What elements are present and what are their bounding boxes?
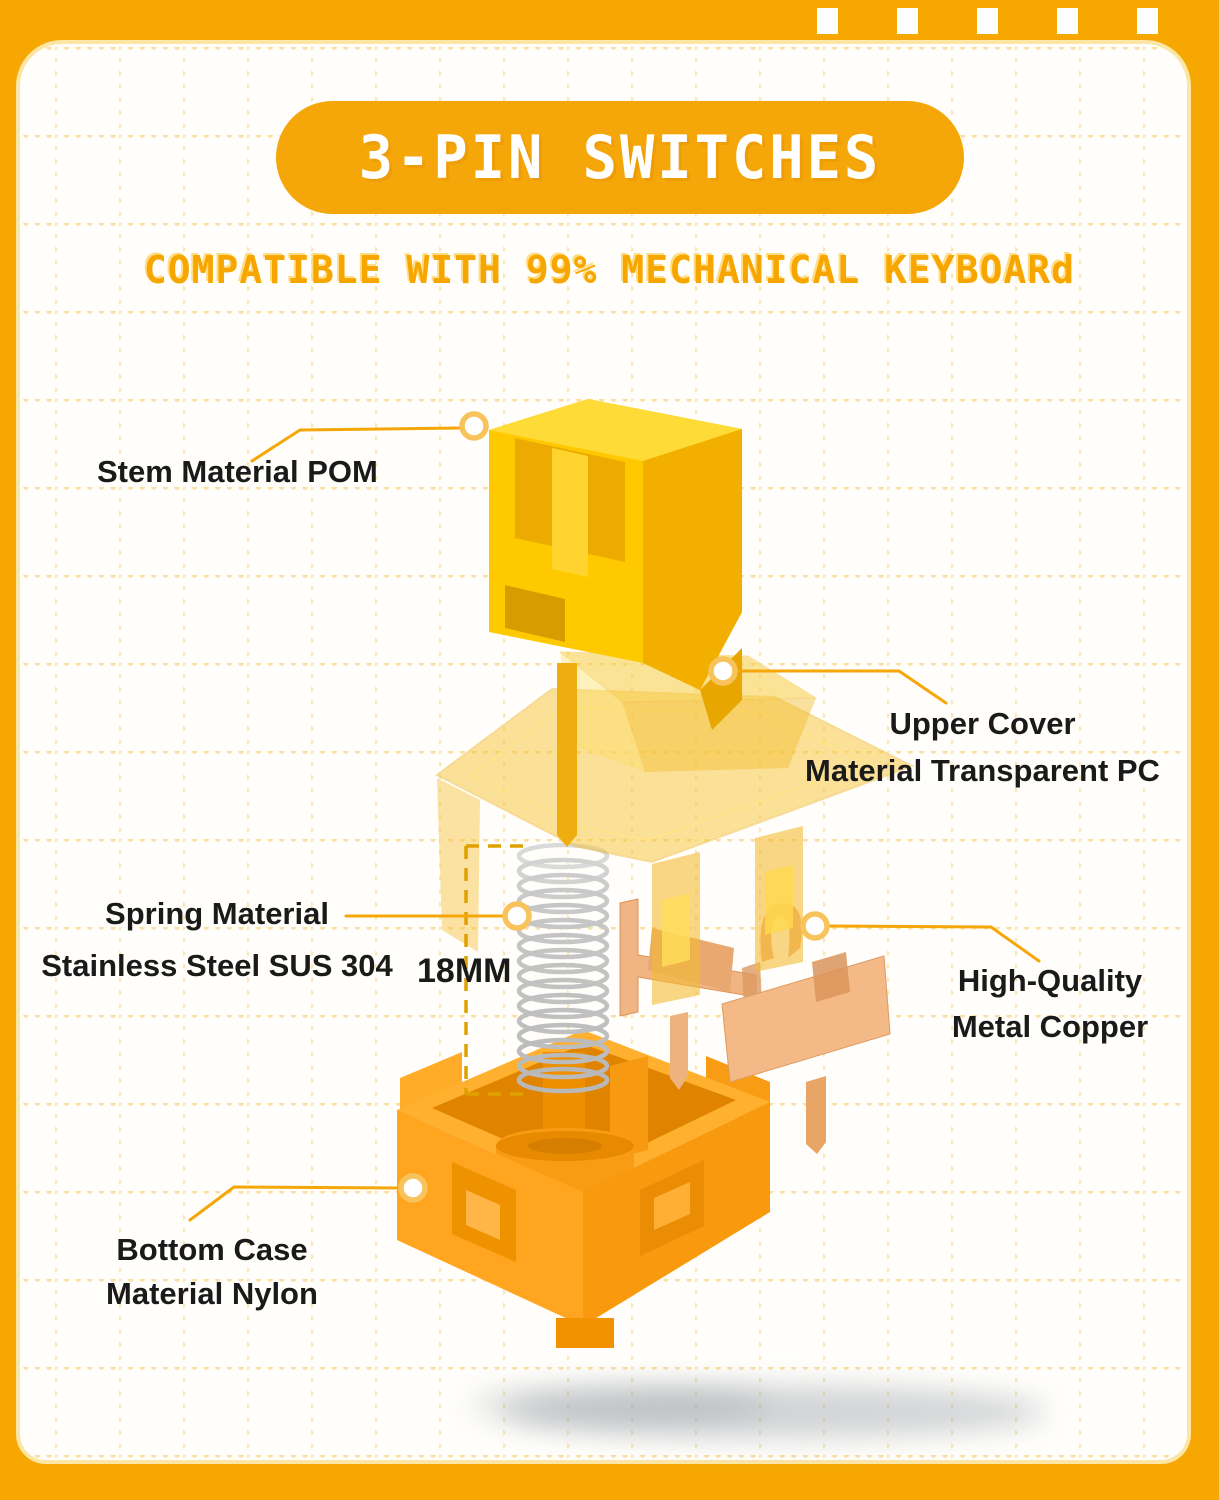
spring-length-dimension: 18MM [417,952,512,990]
bottom-case-dot-icon [398,1173,428,1203]
dimension-18mm-lines [464,844,529,1096]
upper-cover-part [435,651,915,1005]
deco-square-icon [977,8,998,34]
bottom-case-part [397,1030,770,1348]
spring-dot-icon [502,901,532,931]
page-subtitle: COMPATIBLE WITH 99% MECHANICAL KEYBOARd [143,248,1076,292]
upper-cover-dot-icon [708,656,738,686]
deco-square-icon [1137,8,1158,34]
title-pill: 3-PIN SWITCHES [276,101,964,214]
film-strip-squares-icon [817,8,1158,34]
stem-label: Stem Material POM [97,448,378,495]
copper-leader-line [826,924,1041,963]
stem-part [489,399,742,847]
bottom-case-leader-line [188,1185,402,1222]
upper-cover-label: Upper Cover Material Transparent PC [790,700,1175,794]
copper-label-line2: Metal Copper [951,1009,1149,1044]
deco-square-icon [817,8,838,34]
stem-leader-line [250,426,463,463]
stem-label-line: Stem Material POM [97,454,378,489]
page-title: 3-PIN SWITCHES [358,122,882,193]
bottom-case-label-line1: Bottom Case [116,1232,308,1267]
bottom-case-label-line2: Material Nylon [106,1276,318,1311]
leader-lines [188,426,1041,1222]
deco-square-icon [897,8,918,34]
copper-dot-icon [800,911,830,941]
spring-part [516,842,610,1094]
copper-label: High-Quality Metal Copper [922,958,1178,1050]
bottom-case-label: Bottom Case Material Nylon [88,1228,336,1316]
ground-shadow [470,1385,1047,1438]
stem-dot-icon [459,411,489,441]
deco-square-icon [1057,8,1078,34]
spring-label-line2: Stainless Steel SUS 304 [41,948,393,983]
leader-circle-dots [398,411,830,1203]
spring-label-line1: Spring Material [105,896,329,931]
spring-label: Spring Material Stainless Steel SUS 304 [36,888,398,992]
upper-cover-label-line2: Material Transparent PC [805,753,1160,788]
upper-cover-leader-line [734,669,948,705]
copper-label-line1: High-Quality [957,963,1143,998]
upper-cover-label-line1: Upper Cover [889,706,1076,741]
